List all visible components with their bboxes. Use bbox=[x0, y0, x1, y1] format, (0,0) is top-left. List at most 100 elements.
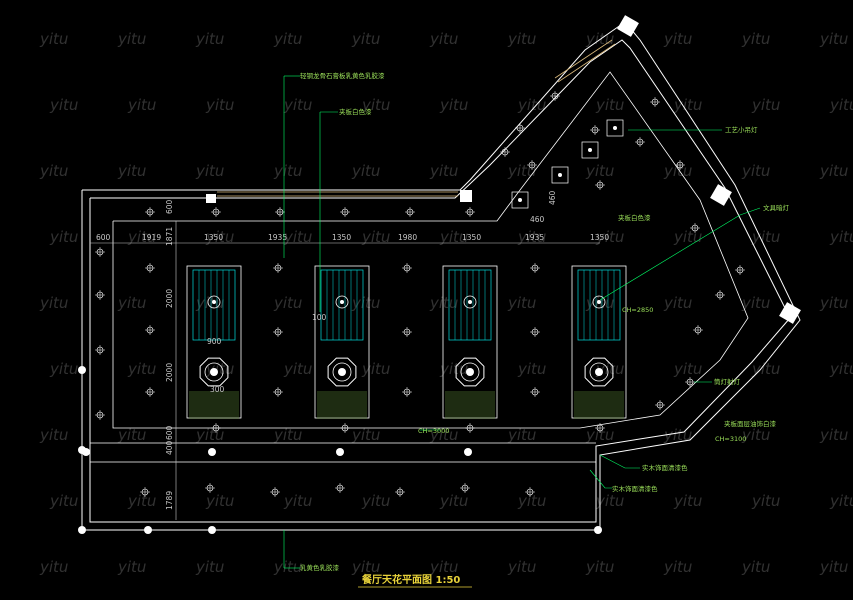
downlight-icon bbox=[340, 207, 350, 217]
watermark-text: yitu bbox=[127, 492, 156, 510]
watermark-text: yitu bbox=[351, 426, 380, 444]
downlight-icon bbox=[273, 387, 283, 397]
downlight-icon bbox=[273, 263, 283, 273]
downlight-icon bbox=[735, 265, 745, 275]
downlight-icon bbox=[395, 487, 405, 497]
watermark-text: yitu bbox=[819, 162, 848, 180]
watermark-text: yitu bbox=[507, 558, 536, 576]
label-plywood-white-2: 夹板白色漆 bbox=[618, 213, 651, 222]
watermark-text: yitu bbox=[819, 30, 848, 48]
downlight-icon bbox=[95, 290, 105, 300]
downlights bbox=[78, 91, 745, 534]
downlight-icon bbox=[402, 327, 412, 337]
watermark-text: yitu bbox=[361, 492, 390, 510]
watermark-text: yitu bbox=[39, 162, 68, 180]
dim-left-1: 1871 bbox=[165, 227, 174, 246]
watermark-text: yitu bbox=[49, 360, 78, 378]
watermark-text: yitu bbox=[49, 96, 78, 114]
downlight-icon bbox=[530, 327, 540, 337]
watermark-text: yitu bbox=[673, 492, 702, 510]
downlight-icon bbox=[635, 137, 645, 147]
watermark-text: yitu bbox=[283, 96, 312, 114]
dim-top-1: 1919 bbox=[142, 233, 161, 242]
downlight-icon bbox=[402, 387, 412, 397]
watermark-text: yitu bbox=[205, 360, 234, 378]
watermark-text: yitu bbox=[517, 228, 546, 246]
downlight-icon bbox=[595, 180, 605, 190]
downlight-icon bbox=[530, 387, 540, 397]
downlight-icon bbox=[145, 207, 155, 217]
watermark-text: yitu bbox=[273, 558, 302, 576]
label-wood-veneer-1: 实木饰面清漆色 bbox=[642, 463, 688, 472]
watermark-text: yitu bbox=[585, 558, 614, 576]
square-fixture-icon bbox=[581, 141, 599, 159]
watermark-text: yitu bbox=[439, 96, 468, 114]
watermark-text: yitu bbox=[273, 426, 302, 444]
watermark-text: yitu bbox=[673, 360, 702, 378]
downlight-icon bbox=[211, 207, 221, 217]
dim-top-4: 1350 bbox=[332, 233, 351, 242]
downlight-icon bbox=[145, 387, 155, 397]
watermark-text: yitu bbox=[829, 492, 853, 510]
watermark-text: yitu bbox=[439, 492, 468, 510]
label-hidden-light: 文具暗灯 bbox=[763, 203, 790, 212]
wall-light-icon bbox=[208, 526, 216, 534]
downlight-icon bbox=[500, 147, 510, 157]
watermark-text: yitu bbox=[663, 30, 692, 48]
watermark-text: yitu bbox=[517, 96, 546, 114]
downlight-icon bbox=[650, 97, 660, 107]
wall-light-icon bbox=[336, 448, 344, 456]
watermark-text: yitu bbox=[195, 558, 224, 576]
downlight-icon bbox=[211, 423, 221, 433]
wall-light-icon bbox=[208, 448, 216, 456]
watermark-text: yitu bbox=[429, 30, 458, 48]
watermark-text: yitu bbox=[439, 360, 468, 378]
downlight-icon bbox=[550, 91, 560, 101]
watermark-text: yitu bbox=[819, 558, 848, 576]
watermark-text: yitu bbox=[663, 558, 692, 576]
watermark-text: yitu bbox=[819, 426, 848, 444]
watermark-text: yitu bbox=[585, 426, 614, 444]
downlight-icon bbox=[335, 483, 345, 493]
watermark-text: yitu bbox=[429, 558, 458, 576]
dim-top-8: 1350 bbox=[590, 233, 609, 242]
watermark-text: yitu bbox=[673, 96, 702, 114]
watermark-text: yitu bbox=[127, 96, 156, 114]
watermark-text: yitu bbox=[205, 228, 234, 246]
window-strip bbox=[217, 39, 616, 197]
square-fixture-icon bbox=[551, 166, 569, 184]
watermark-text: yitu bbox=[39, 30, 68, 48]
watermark-text: yitu bbox=[195, 162, 224, 180]
watermark-layer: yitu yitu yitu yitu yitu yitu yitu yitu yitu yitu… bbox=[39, 30, 853, 576]
label-plywood-white: 夹板白色漆 bbox=[339, 107, 372, 116]
inner-boundary bbox=[90, 71, 749, 463]
downlight-icon bbox=[95, 410, 105, 420]
watermark-text: yitu bbox=[361, 360, 390, 378]
downlight-icon bbox=[275, 207, 285, 217]
downlight-icon bbox=[595, 423, 605, 433]
dim-top-7: 1935 bbox=[525, 233, 544, 242]
watermark-text: yitu bbox=[663, 294, 692, 312]
downlight-icon bbox=[273, 327, 283, 337]
dim-left-0: 600 bbox=[165, 199, 174, 214]
left-dimensions: 600 1871 2000 2000 600 400 1789 bbox=[165, 199, 174, 510]
dim-left-2: 2000 bbox=[165, 289, 174, 308]
watermark-text: yitu bbox=[741, 558, 770, 576]
label-gypsum-ceiling: 轻钢龙骨石膏板乳黄色乳胶漆 bbox=[300, 71, 385, 80]
label-ch-3100: CH=3100 bbox=[715, 435, 746, 443]
label-ch-3000: CH=3000 bbox=[418, 427, 449, 435]
square-fixture-icon bbox=[511, 191, 529, 209]
wall-light-icon bbox=[82, 448, 90, 456]
watermark-text: yitu bbox=[351, 294, 380, 312]
downlight-icon bbox=[465, 423, 475, 433]
label-wood-veneer-2: 实木饰面清漆色 bbox=[612, 484, 658, 493]
watermark-text: yitu bbox=[595, 96, 624, 114]
watermark-text: yitu bbox=[507, 30, 536, 48]
watermark-text: yitu bbox=[195, 426, 224, 444]
watermark-text: yitu bbox=[127, 228, 156, 246]
watermark-text: yitu bbox=[117, 162, 146, 180]
watermark-text: yitu bbox=[39, 558, 68, 576]
label-cream-paint: 乳黄色乳胶漆 bbox=[300, 563, 340, 572]
downlight-icon bbox=[515, 123, 525, 133]
watermark-text: yitu bbox=[663, 162, 692, 180]
